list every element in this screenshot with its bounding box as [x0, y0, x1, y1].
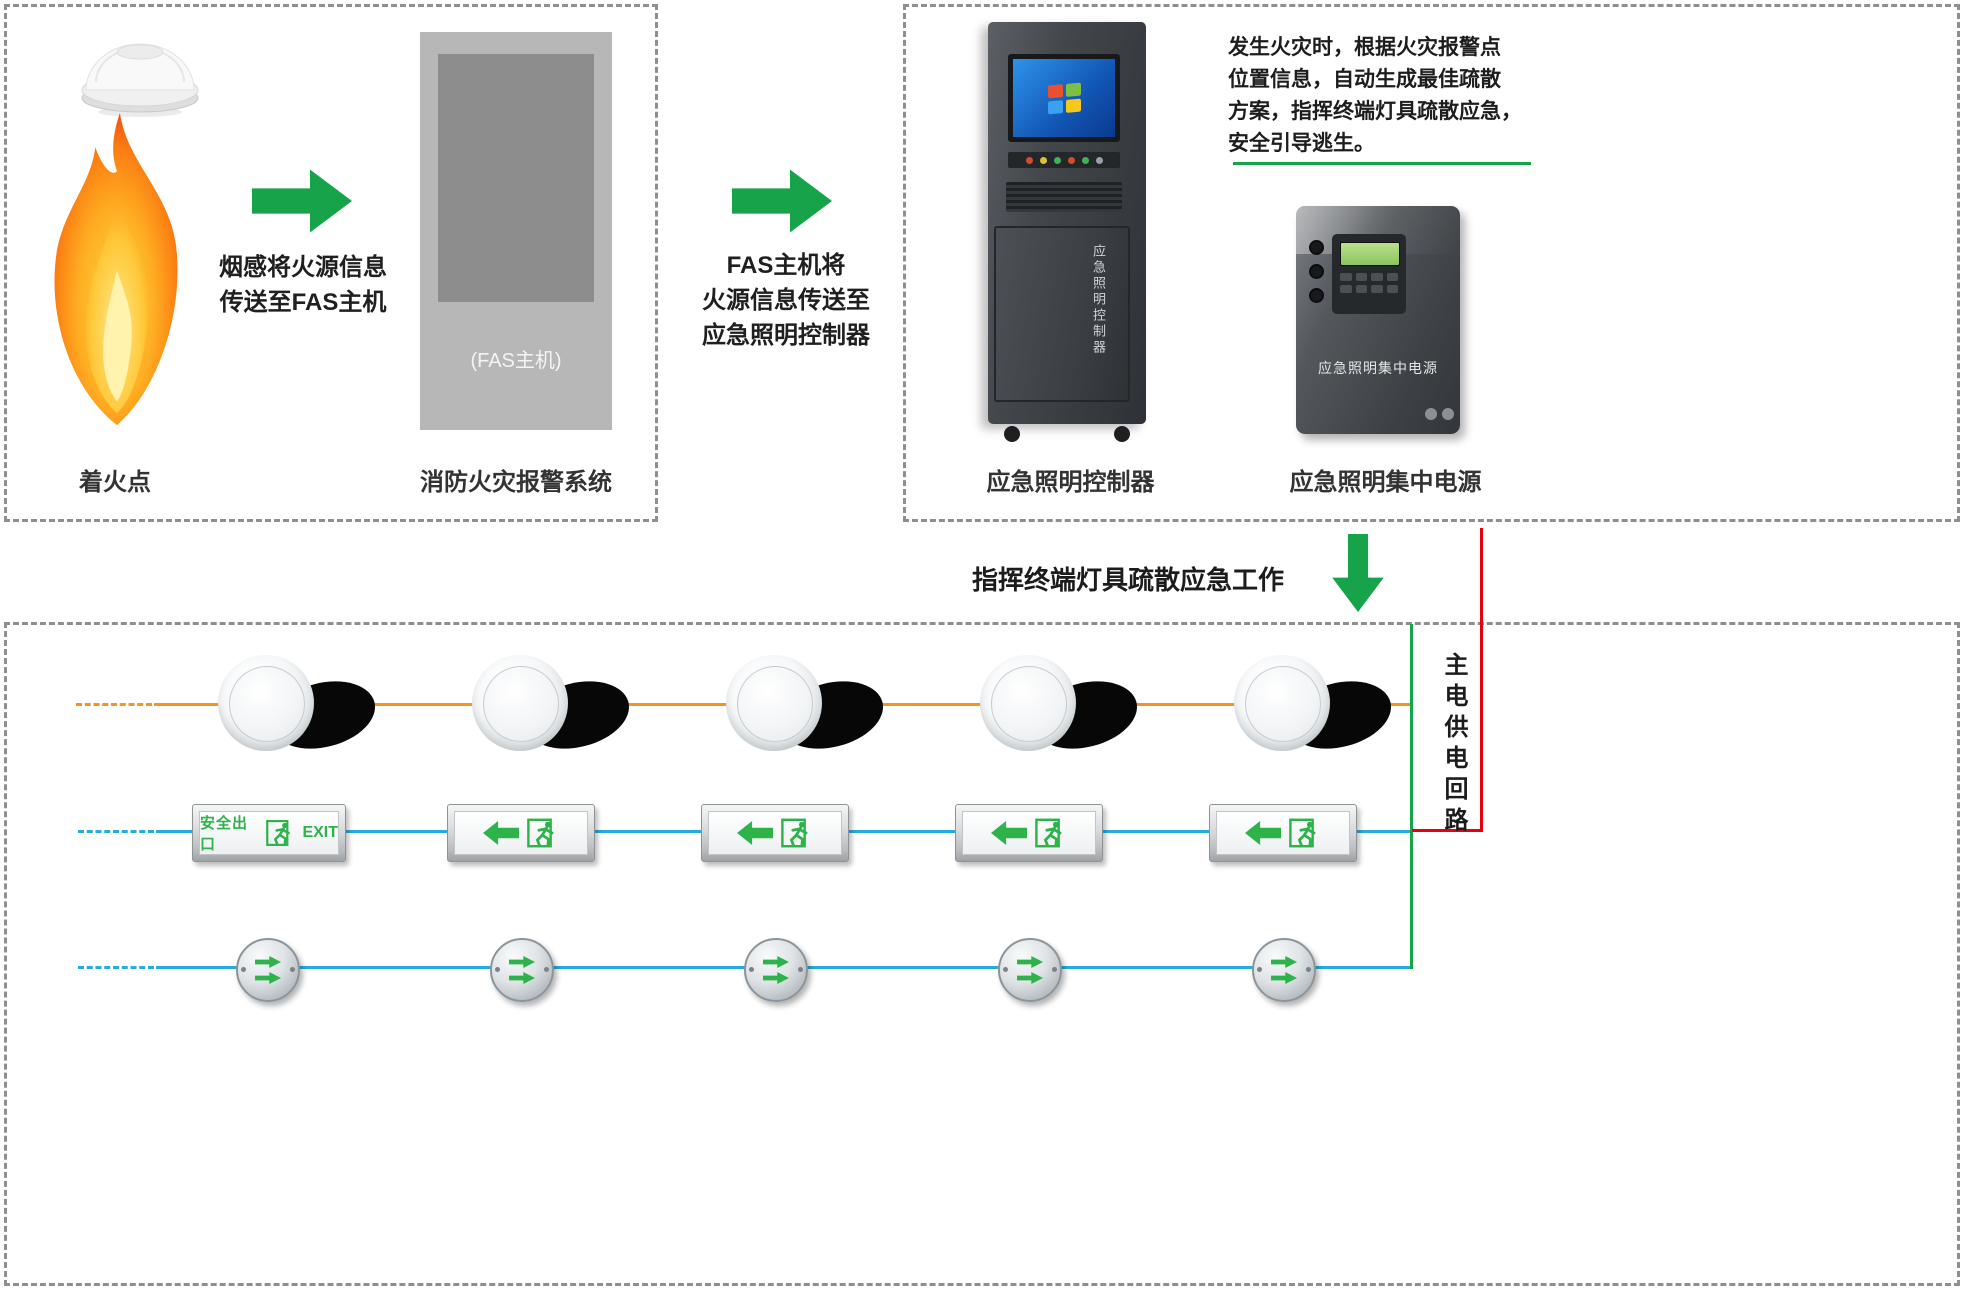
running-man-icon: [266, 818, 295, 848]
controller-label: 应急照明控制器: [986, 469, 1155, 496]
light-disc: [218, 655, 314, 751]
exit-sign-face: [962, 811, 1096, 855]
powerbox-panel: [1332, 234, 1406, 314]
arrow-right-icon: [255, 956, 281, 968]
controller-feed-line: [1410, 624, 1413, 969]
caption-line: FAS主机将: [726, 252, 846, 279]
flame-icon: [35, 108, 195, 438]
arrow-right-icon: [763, 956, 789, 968]
exit-sign-face: [454, 811, 588, 855]
exit-sign: [447, 804, 595, 862]
arrow-left-icon: [991, 821, 1027, 845]
exit-sign-cn-text: 安全出口: [200, 815, 249, 853]
cabinet-device-text: 应急照明控制器: [1091, 244, 1106, 356]
controller-section-box: [903, 4, 1960, 522]
arrow-down-icon: [1332, 534, 1384, 612]
lighting-controller-cabinet: 应急照明控制器: [980, 22, 1156, 446]
exit-sign-face: 安全出口 EXIT: [199, 811, 339, 855]
arrow-right-icon: [1017, 956, 1043, 968]
main-power-line: [1480, 528, 1483, 832]
ceiling-light: [472, 655, 642, 767]
running-man-icon: [1289, 818, 1321, 848]
exit-sign-circuit-leader: [78, 830, 154, 833]
powerbox-lcd: [1340, 242, 1400, 266]
arrow-right-icon: [509, 956, 535, 968]
description-line: 安全引导逃生。: [1228, 132, 1375, 155]
main-power-loop-label: 主电供电回路: [1440, 652, 1467, 838]
ceiling-light: [218, 655, 388, 767]
description-underline: [1233, 162, 1531, 165]
light-disc: [980, 655, 1076, 751]
powerbox-hinges: [1425, 408, 1454, 420]
description-line: 位置信息，自动生成最佳疏散: [1228, 68, 1501, 91]
exit-sign: [1209, 804, 1357, 862]
arrow-right-icon: [1271, 972, 1297, 984]
arrow-right-icon: [255, 972, 281, 984]
exit-sign-en-text: EXIT: [302, 824, 338, 841]
floor-guidance-light: [490, 938, 554, 1002]
running-man-icon: [781, 818, 813, 848]
fas-host-panel: (FAS主机): [420, 32, 612, 430]
exit-sign-face: [1216, 811, 1350, 855]
exit-sign: [701, 804, 849, 862]
light-disc: [1234, 655, 1330, 751]
cabinet-vent-grille: [1006, 182, 1122, 212]
evacuation-description: 发生火灾时，根据火灾报警点 位置信息，自动生成最佳疏散 方案，指挥终端灯具疏散应…: [1228, 32, 1544, 160]
powerbox-device-text: 应急照明集中电源: [1318, 360, 1438, 376]
caption-line: 应急照明控制器: [702, 322, 870, 349]
floor-guidance-light: [744, 938, 808, 1002]
arrow-right-icon: [1017, 972, 1043, 984]
cabinet-wheels: [988, 426, 1146, 442]
arrow-right-icon: [509, 972, 535, 984]
arrow-left-icon: [737, 821, 773, 845]
power-supply-label: 应急照明集中电源: [1289, 469, 1482, 496]
powerbox-keys: [1340, 273, 1398, 293]
fas-host-screen: [438, 54, 594, 302]
light-disc: [472, 655, 568, 751]
ceiling-light: [726, 655, 896, 767]
running-man-icon: [527, 818, 559, 848]
windows-logo-icon: [1047, 82, 1081, 114]
cabinet-screen: [1008, 54, 1120, 142]
floor-guidance-light: [1252, 938, 1316, 1002]
dispatch-caption: 指挥终端灯具疏散应急工作: [972, 565, 1285, 595]
cabinet-door: 应急照明控制器: [994, 226, 1130, 402]
fas-host-caption: (FAS主机): [470, 350, 562, 372]
fas-to-controller-caption: FAS主机将 火源信息传送至 应急照明控制器: [668, 248, 904, 353]
terminal-section-box: [4, 622, 1960, 1286]
exit-sign: [955, 804, 1103, 862]
floor-guidance-light: [998, 938, 1062, 1002]
caption-line: 传送至FAS主机: [219, 289, 387, 316]
ceiling-light: [1234, 655, 1404, 767]
running-man-icon: [1035, 818, 1067, 848]
smoke-detector-icon: [78, 26, 202, 123]
floor-light-circuit-leader: [78, 966, 154, 969]
arrow-right-icon: [732, 169, 832, 233]
caption-line: 火源信息传送至: [702, 287, 870, 314]
description-line: 方案，指挥终端灯具疏散应急，: [1228, 100, 1522, 123]
cabinet-indicator-lights: [1008, 152, 1120, 168]
main-power-line-bend: [1412, 829, 1482, 832]
floor-guidance-light: [236, 938, 300, 1002]
arrow-left-icon: [1245, 821, 1281, 845]
arrow-right-icon: [1271, 956, 1297, 968]
arrow-right-icon: [763, 972, 789, 984]
smoke-to-fas-caption: 烟感将火源信息 传送至FAS主机: [190, 250, 416, 320]
exit-sign-face: [708, 811, 842, 855]
arrow-left-icon: [483, 821, 519, 845]
light-disc: [726, 655, 822, 751]
exit-sign: 安全出口 EXIT: [192, 804, 346, 862]
fire-alarm-system-label: 消防火灾报警系统: [420, 469, 612, 496]
description-line: 发生火灾时，根据火灾报警点: [1228, 36, 1501, 59]
powerbox-side-buttons: [1309, 240, 1324, 303]
central-power-supply-box: 应急照明集中电源: [1296, 206, 1460, 434]
ceiling-circuit-leader: [76, 703, 152, 706]
fire-point-label: 着火点: [79, 469, 151, 496]
fire-alarm-section-box: [4, 4, 658, 522]
ceiling-light: [980, 655, 1150, 767]
caption-line: 烟感将火源信息: [219, 254, 387, 281]
